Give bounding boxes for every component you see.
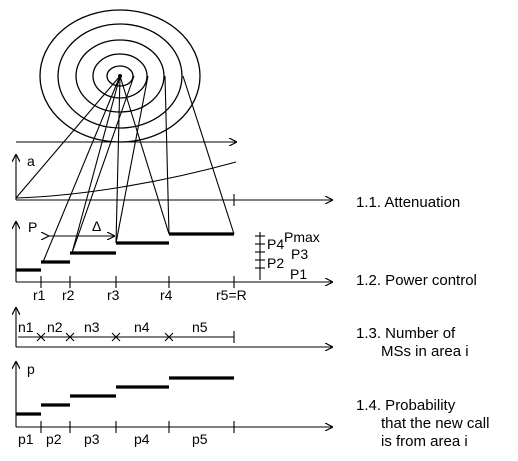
caption-attenuation: 1.1. Attenuation — [356, 194, 460, 211]
caption-ms-count-line1: 1.3. Number of — [356, 325, 456, 342]
radius-ticks — [40, 276, 235, 288]
power-level-p4: P4 — [267, 236, 284, 252]
radius-label-r1: r1 — [33, 287, 46, 303]
caption-power-control: 1.2. Power control — [356, 272, 477, 289]
radius-label-r2: r2 — [62, 287, 75, 303]
attenuation-panel: a — [16, 153, 332, 206]
delta-label: Δ — [92, 218, 101, 234]
probability-panel: p p1 p2 p3 p4 p5 — [16, 361, 332, 447]
prob-axis-label: p — [27, 361, 35, 377]
power-level-p3: P3 — [291, 246, 308, 262]
ms-count-panel: n1 n2 n3 n4 n5 — [16, 308, 332, 347]
power-level-pmax: Pmax — [284, 229, 320, 245]
power-level-p2: P2 — [267, 255, 284, 271]
prob-label-p5: p5 — [192, 431, 208, 447]
power-level-p1: P1 — [290, 266, 307, 282]
caption-probability-line2: that the new call — [381, 415, 489, 432]
radius-label-r3: r3 — [107, 287, 120, 303]
caption-probability-line1: 1.4. Probability — [356, 397, 456, 414]
caption-probability-line3: is from area i — [381, 433, 468, 450]
ms-count-n4: n4 — [134, 319, 150, 335]
ms-count-n3: n3 — [84, 319, 100, 335]
caption-ms-count-line2: MSs in area i — [381, 343, 469, 360]
radius-label-r5: r5=R — [216, 287, 247, 303]
radius-label-r4: r4 — [160, 287, 173, 303]
power-control-panel: P Δ Pmax P4 P3 P2 P1 — [16, 218, 332, 303]
attenuation-curve — [15, 161, 237, 199]
projection-lines — [15, 75, 235, 263]
prob-label-p4: p4 — [134, 431, 150, 447]
panel-captions: 1.1. Attenuation 1.2. Power control 1.3.… — [356, 194, 489, 450]
ms-count-n5: n5 — [192, 319, 208, 335]
ms-count-n2: n2 — [47, 319, 63, 335]
prob-label-p2: p2 — [46, 431, 62, 447]
attenuation-axis-label: a — [27, 153, 35, 169]
power-steps — [16, 232, 234, 272]
area-boundary-marks — [36, 331, 235, 343]
power-axis-label: P — [28, 219, 37, 235]
prob-label-p1: p1 — [18, 431, 34, 447]
prob-label-p3: p3 — [84, 431, 100, 447]
probability-steps — [16, 376, 234, 416]
ms-count-n1: n1 — [18, 319, 34, 335]
